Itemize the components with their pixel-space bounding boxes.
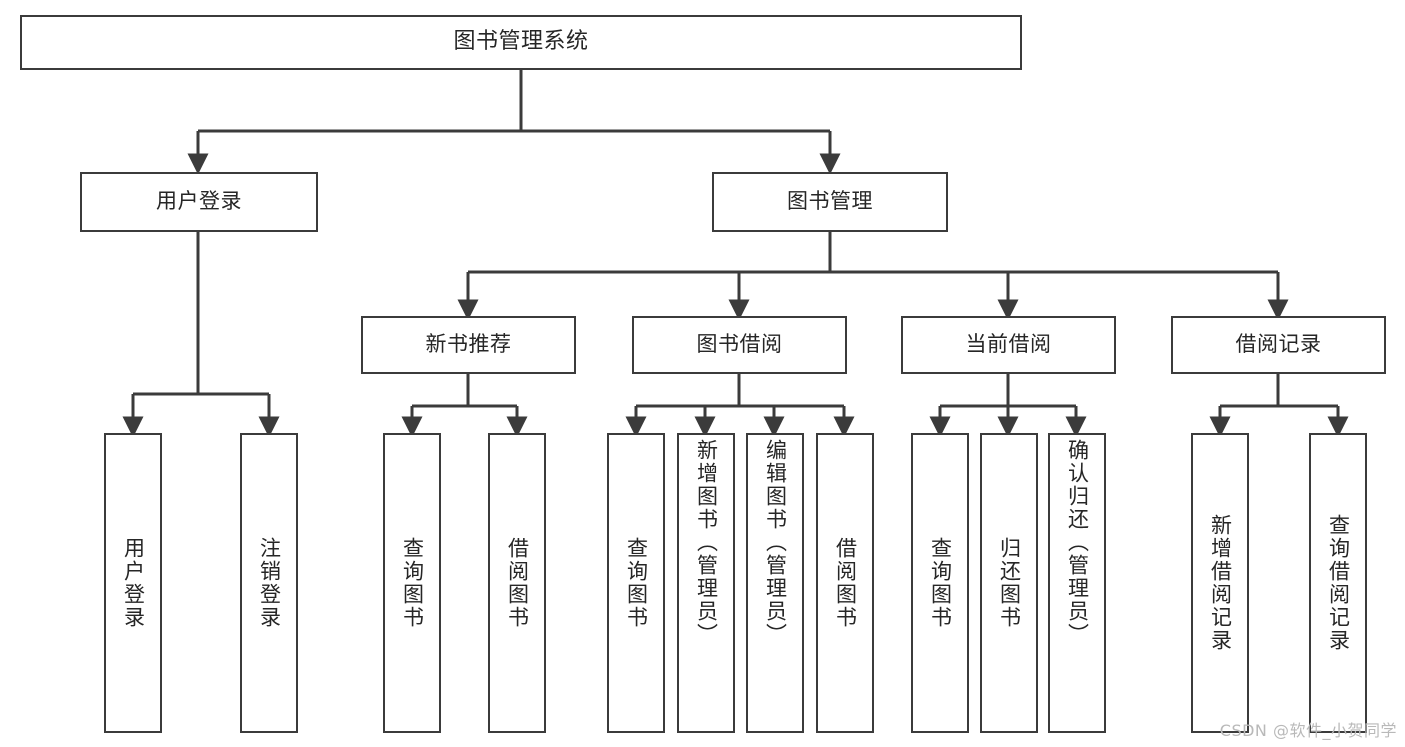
leaf-query-book-current[interactable]: 查询图书 [911,433,969,733]
node-label: 当前借阅 [965,332,1052,357]
leaf-return-book[interactable]: 归还图书 [980,433,1038,733]
leaf-add-borrow-record[interactable]: 新增借阅记录 [1191,433,1249,733]
node-label: 用户登录 [156,189,242,214]
node-label: 新增图书（管理员） [694,439,719,646]
node-book-management[interactable]: 图书管理 [712,172,948,232]
leaf-edit-book-admin[interactable]: 编辑图书（管理员） [746,433,804,733]
leaf-query-book-borrow[interactable]: 查询图书 [607,433,665,733]
leaf-confirm-return-admin[interactable]: 确认归还（管理员） [1048,433,1106,733]
leaf-query-book-recommend[interactable]: 查询图书 [383,433,441,733]
node-label: 编辑图书（管理员） [763,439,788,646]
leaf-user-login[interactable]: 用户登录 [104,433,162,733]
node-label: 新书推荐 [425,332,512,357]
node-label: 查询图书 [624,537,649,629]
node-label: 新增借阅记录 [1208,514,1233,652]
node-label: 归还图书 [997,537,1022,629]
node-book-borrow[interactable]: 图书借阅 [632,316,847,374]
node-label: 借阅图书 [505,537,530,629]
node-label: 图书借阅 [696,332,783,357]
node-label: 注销登录 [257,537,282,629]
leaf-add-book-admin[interactable]: 新增图书（管理员） [677,433,735,733]
watermark-csdn: CSDN @软件_小贺同学 [1219,721,1397,740]
node-label: 查询图书 [400,537,425,629]
node-label: 图书管理系统 [453,29,589,55]
node-current-borrow[interactable]: 当前借阅 [901,316,1116,374]
node-label: 图书管理 [787,189,873,214]
node-new-book-recommend[interactable]: 新书推荐 [361,316,576,374]
node-label: 查询借阅记录 [1326,514,1351,652]
leaf-borrow-book-recommend[interactable]: 借阅图书 [488,433,546,733]
leaf-logout-login[interactable]: 注销登录 [240,433,298,733]
node-borrow-record[interactable]: 借阅记录 [1171,316,1386,374]
node-label: 确认归还（管理员） [1065,439,1090,646]
node-label: 用户登录 [121,537,146,629]
leaf-query-borrow-record[interactable]: 查询借阅记录 [1309,433,1367,733]
node-label: 借阅图书 [833,537,858,629]
node-label: 借阅记录 [1235,332,1322,357]
node-root-library-system[interactable]: 图书管理系统 [20,15,1022,70]
node-user-login[interactable]: 用户登录 [80,172,318,232]
node-label: 查询图书 [928,537,953,629]
leaf-borrow-book[interactable]: 借阅图书 [816,433,874,733]
